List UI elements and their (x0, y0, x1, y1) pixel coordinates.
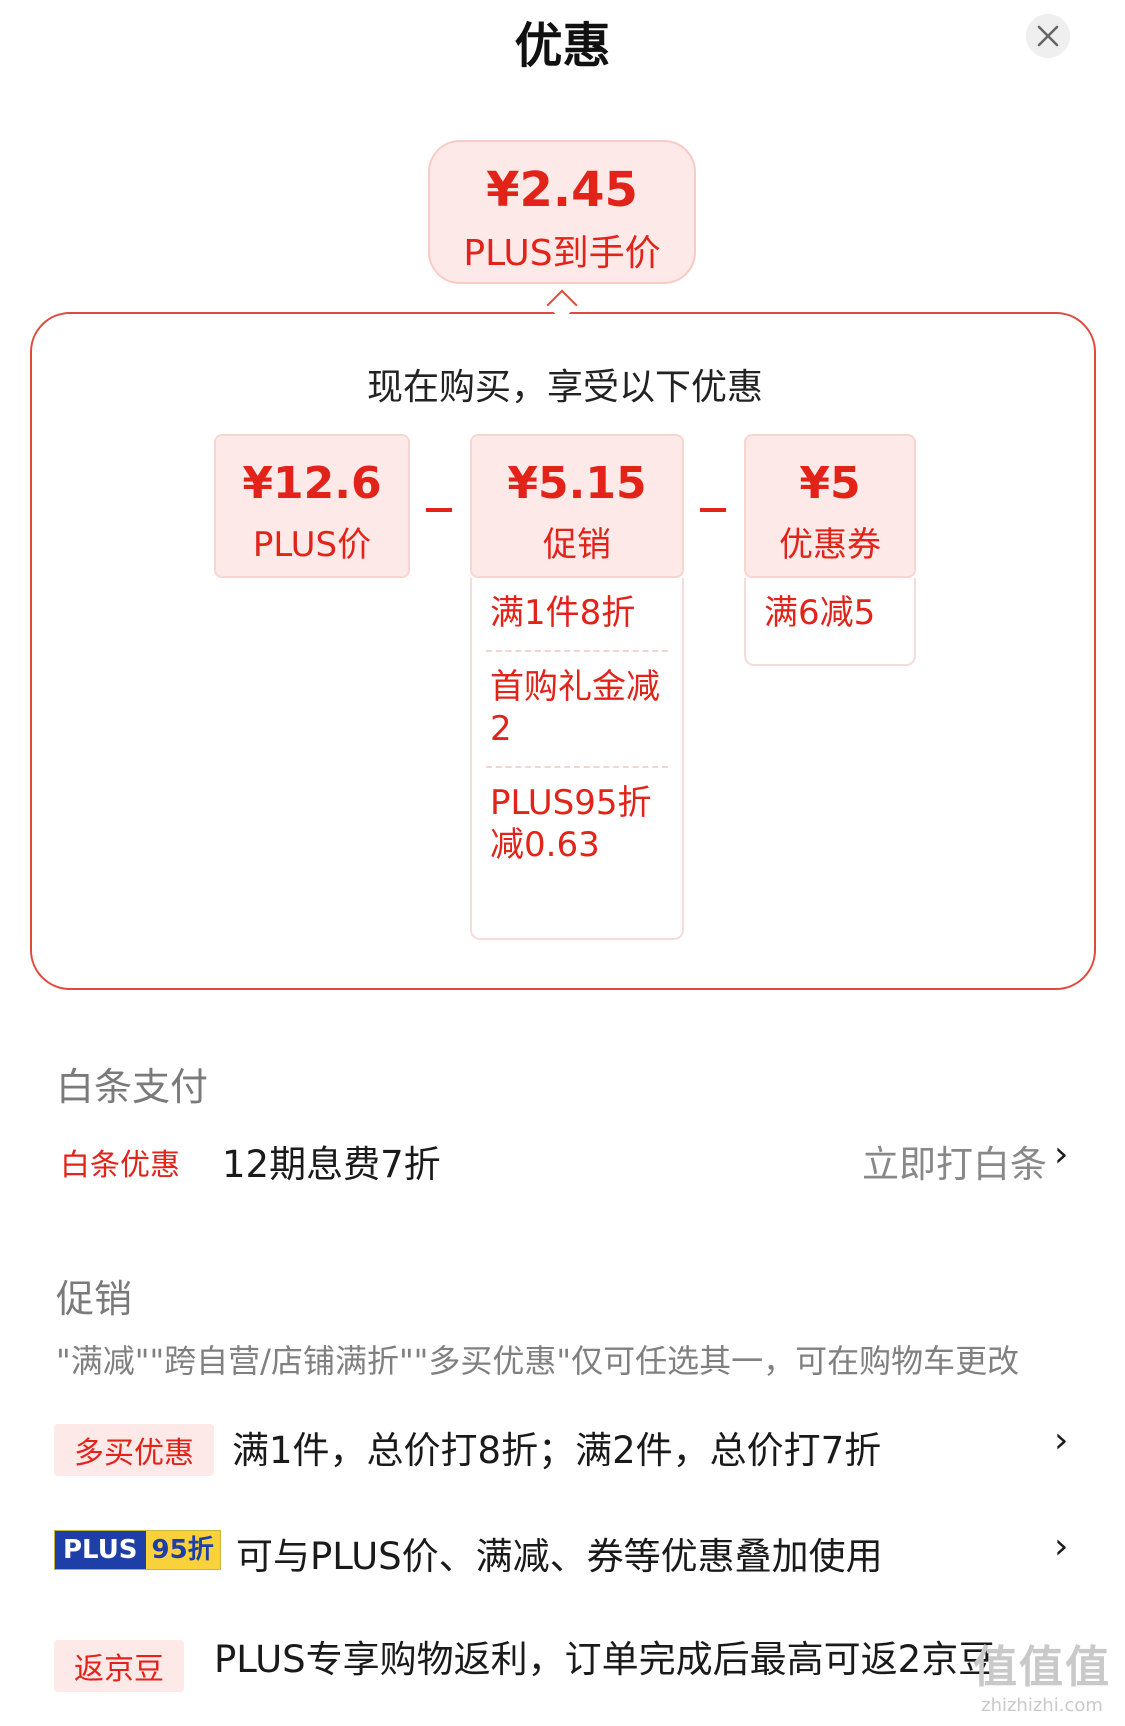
divider (486, 766, 668, 768)
minus-sign (426, 508, 452, 512)
final-price-label: PLUS到手价 (463, 233, 661, 274)
promo-note: "满减""跨自营/店铺满折""多买优惠"仅可任选其一，可在购物车更改 (56, 1342, 1020, 1380)
baitiao-offer-text: 12期息费7折 (222, 1143, 441, 1186)
promotion-value: ¥5.15 (507, 458, 647, 509)
coupon-label: 优惠券 (779, 525, 881, 565)
plus-tag-label: PLUS (55, 1531, 146, 1569)
plus-discount-label: 95折 (145, 1531, 220, 1569)
final-price-badge: ¥2.45 PLUS到手价 (428, 140, 696, 284)
chevron-right-icon[interactable]: › (1054, 1526, 1069, 1567)
promo-section-title: 促销 (56, 1277, 133, 1321)
plus-price-label: PLUS价 (252, 525, 372, 565)
baitiao-action-link[interactable]: 立即打白条 (862, 1143, 1047, 1186)
promotion-detail-item: 满1件8折 (490, 593, 636, 633)
watermark-main: 值值值 (973, 1642, 1111, 1693)
baitiao-tag: 白条优惠 (60, 1148, 180, 1183)
plus-95-tag: PLUS 95折 (54, 1530, 221, 1570)
chevron-right-icon[interactable]: › (1054, 1134, 1069, 1175)
watermark-sub: zhizhizhi.com (981, 1695, 1103, 1716)
watermark: 值值值 zhizhizhi.com (973, 1631, 1111, 1716)
final-price-value: ¥2.45 (486, 162, 638, 218)
divider (486, 650, 668, 652)
jingdou-tag: 返京豆 (54, 1640, 184, 1692)
breakdown-title: 现在购买，享受以下优惠 (366, 367, 763, 408)
plus-discount-text[interactable]: 可与PLUS价、满减、券等优惠叠加使用 (236, 1535, 883, 1578)
chevron-right-icon[interactable]: › (1054, 1420, 1069, 1461)
plus-price-card: ¥12.6 PLUS价 (214, 434, 410, 578)
multi-buy-text[interactable]: 满1件，总价打8折；满2件，总价打7折 (232, 1429, 882, 1472)
coupon-detail-item: 满6减5 (764, 593, 876, 633)
sheet-title: 优惠 (514, 18, 611, 74)
minus-sign (700, 508, 726, 512)
baitiao-section-title: 白条支付 (56, 1065, 209, 1109)
promotion-card: ¥5.15 促销 (470, 434, 684, 578)
multi-buy-tag: 多买优惠 (54, 1424, 214, 1476)
promotion-detail-list: 满1件8折 首购礼金减2 PLUS95折减0.63 (470, 578, 684, 940)
promotion-detail-item: PLUS95折减0.63 (490, 783, 652, 865)
coupon-detail-list: 满6减5 (744, 578, 916, 666)
jingdou-text[interactable]: PLUS专享购物返利，订单完成后最高可返2京豆 (214, 1638, 996, 1681)
promotion-label: 促销 (543, 525, 611, 565)
coupon-value: ¥5 (799, 458, 861, 509)
promotion-detail-item: 首购礼金减2 (490, 667, 660, 749)
price-breakdown-box: 现在购买，享受以下优惠 ¥12.6 PLUS价 ¥5.15 促销 满1件8折 首… (30, 312, 1096, 990)
plus-price-value: ¥12.6 (242, 458, 382, 509)
coupon-card: ¥5 优惠券 (744, 434, 916, 578)
close-icon (1037, 25, 1059, 47)
close-button[interactable] (1026, 14, 1070, 58)
